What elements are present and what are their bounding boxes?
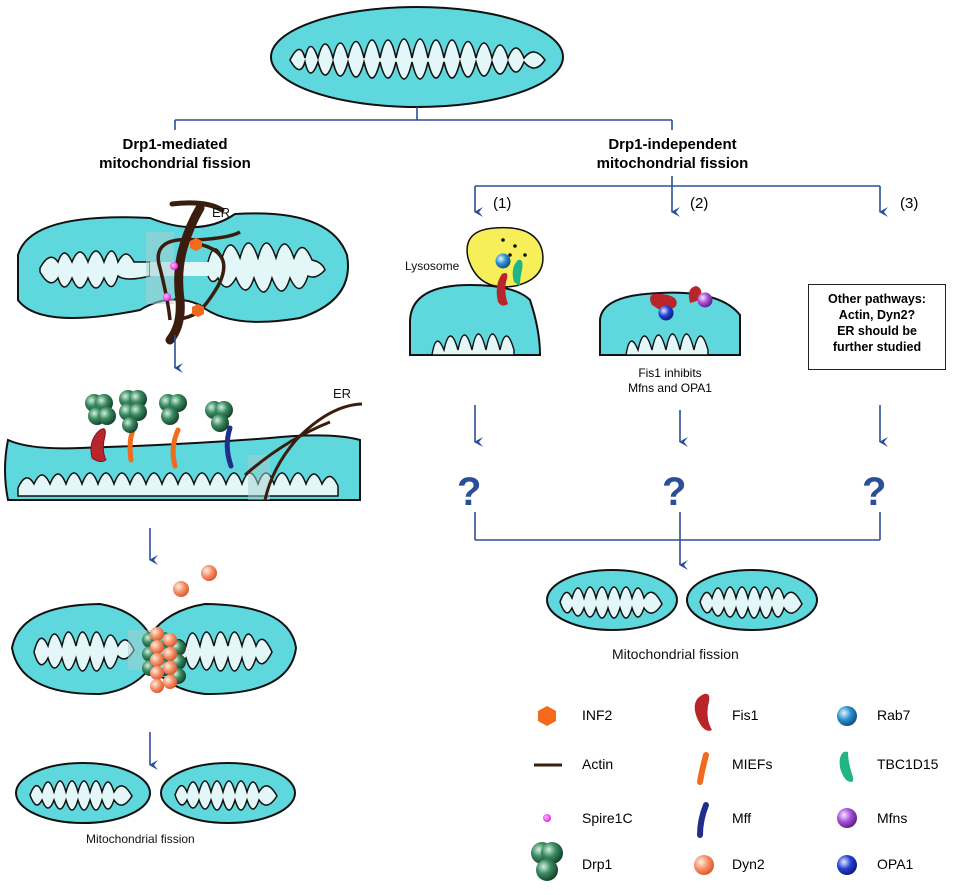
heading-drp1-independent: Drp1-independent mitochondrial fission <box>555 135 790 173</box>
spire1c-icon <box>543 814 551 822</box>
left-mitochondrion-receptors <box>4 390 363 501</box>
heading-drp1-mediated-line2: mitochondrial fission <box>99 155 251 172</box>
pathway-3-label: (3) <box>900 195 919 212</box>
fis1-note-line1: Fis1 inhibits <box>638 366 702 380</box>
drp1-icon <box>531 842 563 881</box>
legend-rab7-label: Rab7 <box>877 707 911 723</box>
right-daughter-mitochondria <box>546 569 818 631</box>
opa1-icon <box>837 855 857 875</box>
box-line1: Other pathways: <box>828 292 926 306</box>
pathway-arrows-lower <box>474 405 888 570</box>
legend-drp1-label: Drp1 <box>582 856 613 872</box>
miefs-icon <box>697 752 709 785</box>
legend-mff-label: Mff <box>732 810 752 826</box>
left-mitochondrion-er-contact <box>17 200 349 345</box>
pathway-2-label: (2) <box>690 195 709 212</box>
lysosome-label: Lysosome <box>405 259 460 273</box>
inf2-icon <box>538 706 556 726</box>
mfns-icon <box>837 808 857 828</box>
legend-miefs-label: MIEFs <box>732 756 773 772</box>
fission-label-left: Mitochondrial fission <box>86 832 195 846</box>
pathway-1-label: (1) <box>493 195 512 212</box>
mff-icon <box>697 802 709 838</box>
legend-inf2-label: INF2 <box>582 707 613 723</box>
fis1-icon <box>694 693 712 731</box>
er-label-top: ER <box>212 205 231 220</box>
pathway-1-lysosome-contact <box>409 226 544 356</box>
dyn2-icon <box>694 855 714 875</box>
heading-drp1-mediated: Drp1-mediated mitochondrial fission <box>60 135 290 173</box>
other-pathways-box: Other pathways: Actin, Dyn2? ER should b… <box>808 284 946 370</box>
fission-label-right: Mitochondrial fission <box>612 646 739 662</box>
legend-icons <box>531 693 857 881</box>
box-line4: further studied <box>832 340 922 354</box>
left-mitochondrion-constriction <box>10 602 298 696</box>
question-mark-3: ? <box>862 470 887 514</box>
box-line3: ER should be <box>837 324 917 338</box>
er-label-mid: ER <box>333 386 352 401</box>
right-branch-lines <box>474 176 888 217</box>
heading-drp1-independent-line1: Drp1-independent <box>608 136 737 153</box>
legend-tbc1d15-label: TBC1D15 <box>877 756 939 772</box>
top-mitochondrion <box>270 6 564 108</box>
question-mark-2: ? <box>662 470 687 514</box>
tbc1d15-icon <box>839 751 854 782</box>
legend-mfns-label: Mfns <box>877 810 908 826</box>
legend-dyn2-label: Dyn2 <box>732 856 765 872</box>
dyn2-floating-2 <box>201 565 217 581</box>
question-mark-1: ? <box>457 470 482 514</box>
fis1-inhibits-note: Fis1 inhibits Mfns and OPA1 <box>600 366 740 396</box>
box-line2: Actin, Dyn2? <box>838 308 916 322</box>
legend-opa1-label: OPA1 <box>877 856 914 872</box>
fis1-note-line2: Mfns and OPA1 <box>628 381 712 395</box>
pathway-2-fis1-inhibition <box>599 286 741 356</box>
legend-actin-label: Actin <box>582 756 614 772</box>
heading-drp1-mediated-line1: Drp1-mediated <box>122 136 228 153</box>
dyn2-floating-1 <box>173 581 189 597</box>
legend-fis1-label: Fis1 <box>732 707 759 723</box>
left-daughter-mitochondria <box>15 762 296 824</box>
top-branch-lines <box>174 107 673 130</box>
rab7-icon <box>837 706 857 726</box>
heading-drp1-independent-line2: mitochondrial fission <box>596 155 749 172</box>
legend-spire1c-label: Spire1C <box>582 810 633 826</box>
